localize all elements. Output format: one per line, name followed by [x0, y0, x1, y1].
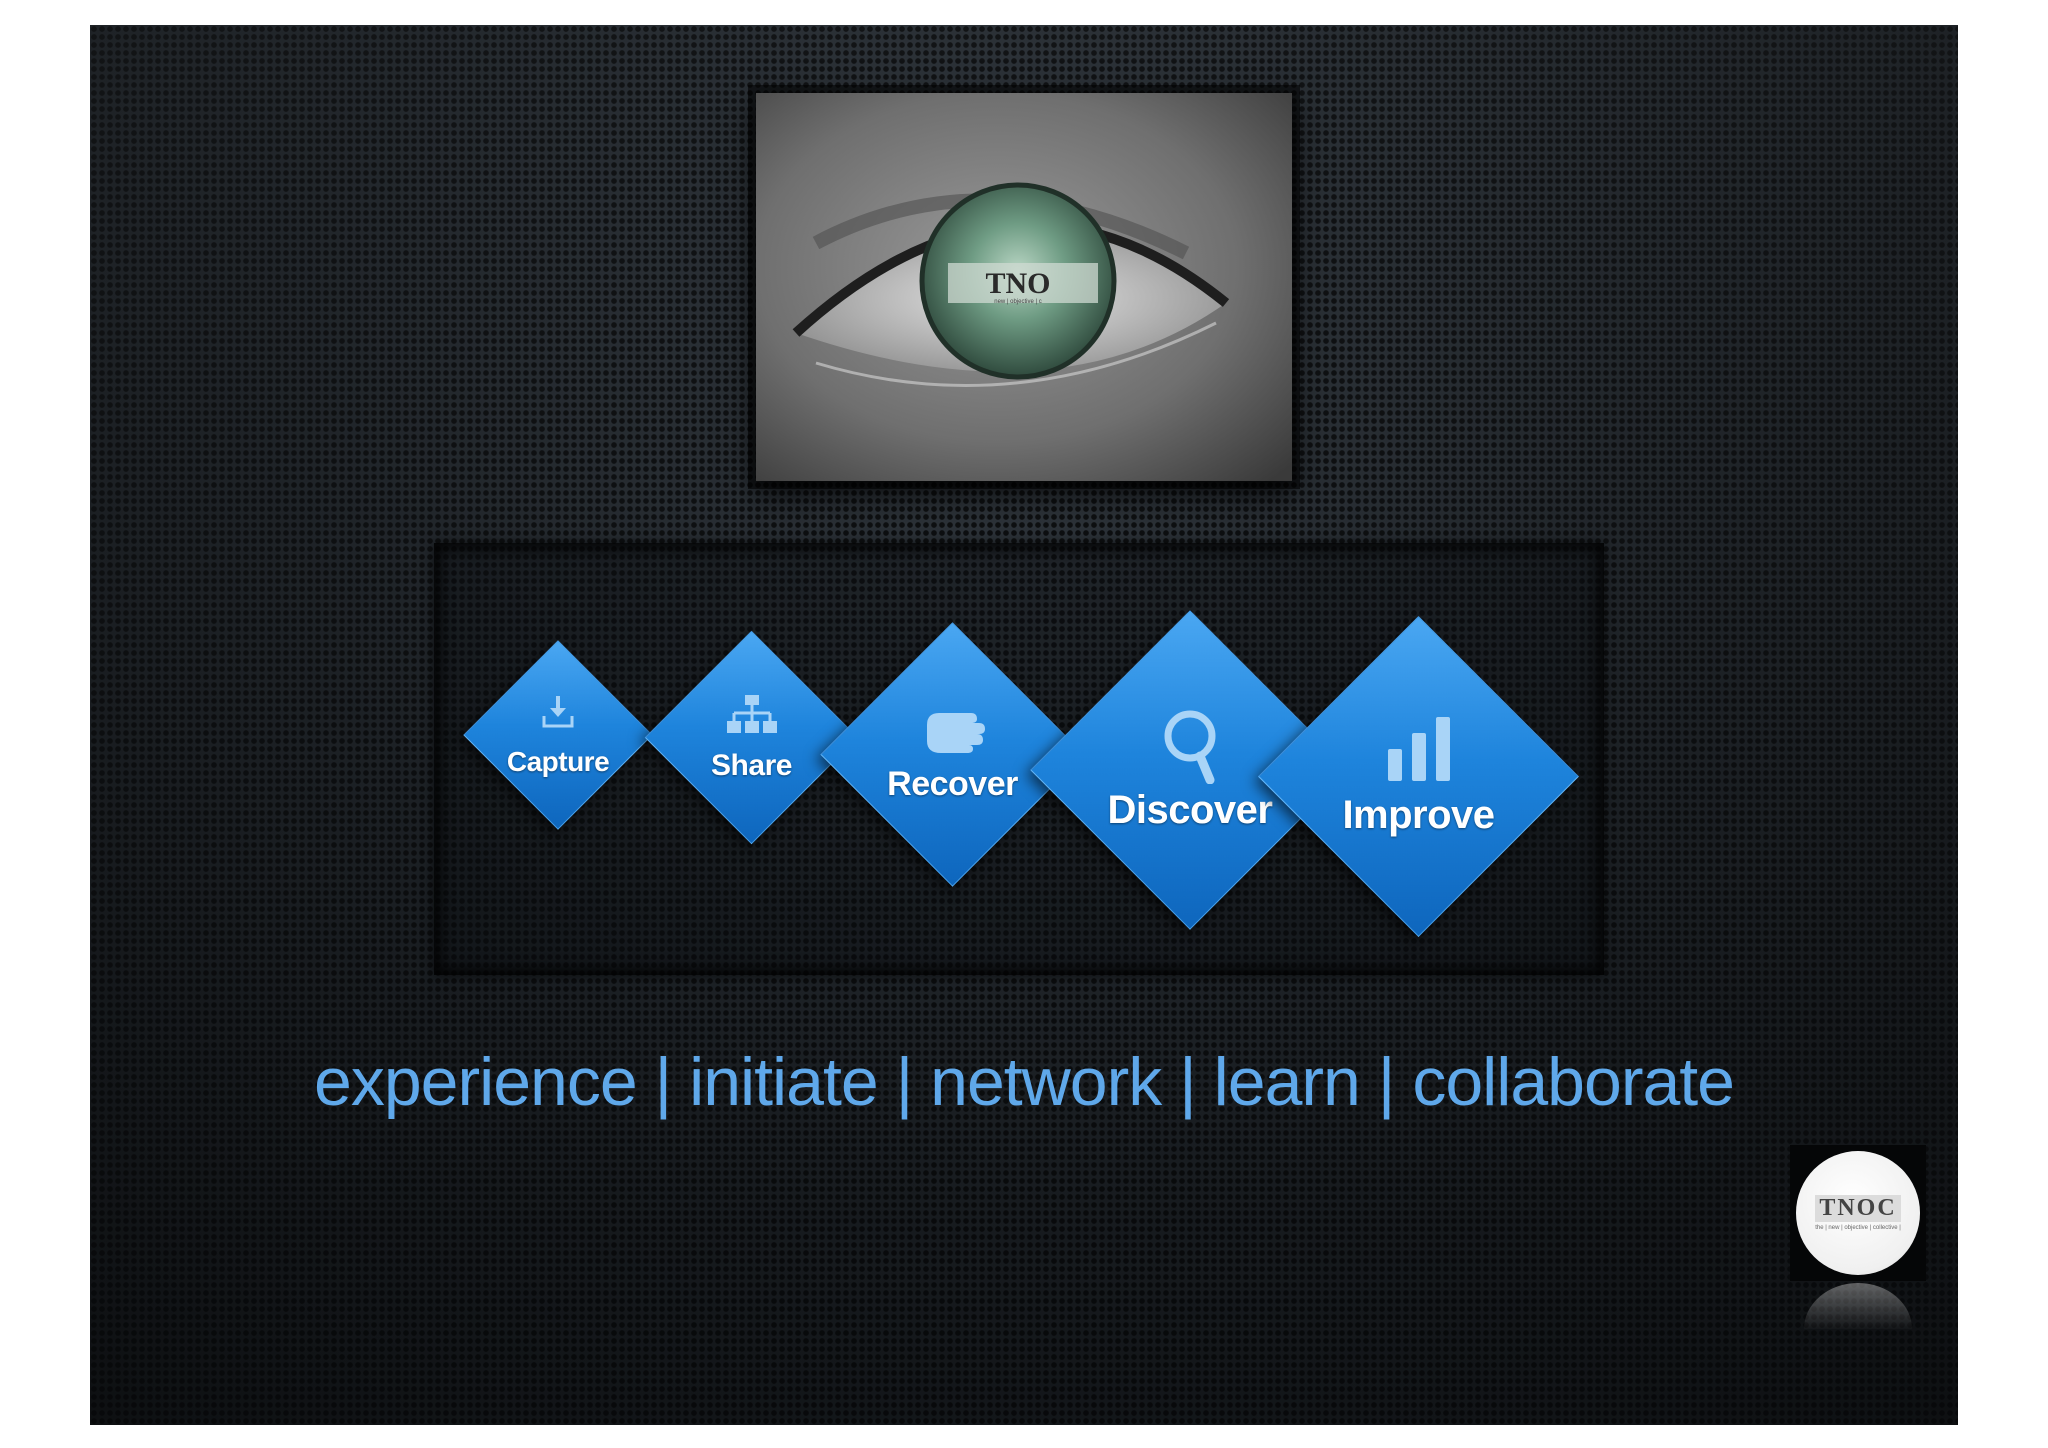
eye-photo: TNO new | objective | c	[756, 93, 1292, 481]
tagline: experience | initiate | network | learn …	[314, 1044, 1735, 1120]
step-label: Discover	[1107, 787, 1273, 832]
iris-logo-subtext: new | objective | c	[994, 299, 1041, 305]
logo-reflection	[1804, 1283, 1912, 1329]
logo-text: TNOC	[1815, 1195, 1901, 1222]
bar-chart-icon	[1386, 715, 1452, 783]
eye-image: TNO new | objective | c	[756, 93, 1292, 481]
step-improve: Improve	[1257, 615, 1580, 938]
hand-icon	[921, 705, 985, 755]
logo-circle: TNOC the | new | objective | collective …	[1796, 1151, 1920, 1275]
step-recover: Recover	[820, 622, 1085, 887]
step-label: Improve	[1342, 793, 1495, 837]
step-share: Share	[644, 630, 859, 845]
tnoc-logo: TNOC the | new | objective | collective …	[1790, 1145, 1926, 1281]
hierarchy-icon	[725, 693, 779, 739]
step-label: Capture	[506, 746, 610, 777]
logo-subtext: the | new | objective | collective |	[1815, 1225, 1901, 1231]
step-label: Recover	[887, 765, 1018, 803]
iris-logo-text: TNO	[985, 267, 1050, 300]
slide: TNO new | objective | c Capture	[90, 25, 1958, 1425]
download-icon	[538, 692, 578, 732]
step-discover: Discover	[1030, 610, 1350, 930]
step-label: Share	[711, 748, 792, 782]
step-capture: Capture	[463, 640, 653, 830]
magnifier-icon	[1158, 708, 1222, 784]
